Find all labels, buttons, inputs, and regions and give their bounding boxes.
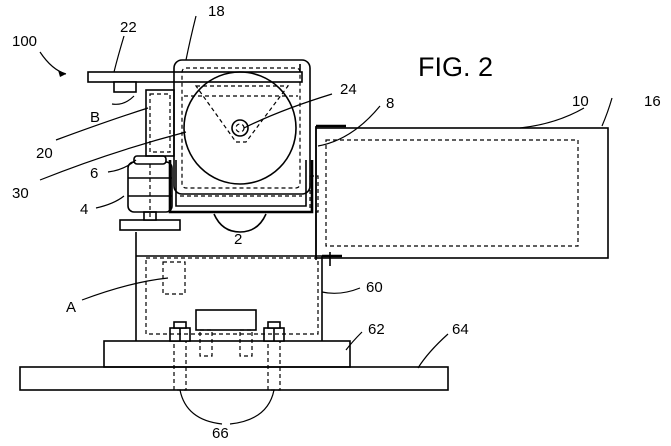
label-30: 30 xyxy=(12,185,29,202)
anchor-bolts xyxy=(170,322,284,390)
side-bracket xyxy=(146,90,174,156)
label-6: 6 xyxy=(90,165,98,182)
drum xyxy=(184,72,296,184)
label-18: 18 xyxy=(208,3,225,20)
label-16: 16 xyxy=(644,93,661,110)
label-62: 62 xyxy=(368,321,385,338)
rollers xyxy=(214,214,266,232)
label-66: 66 xyxy=(212,425,229,441)
label-20: 20 xyxy=(36,145,53,162)
floor-plate xyxy=(20,367,448,390)
label-4: 4 xyxy=(80,201,88,218)
reference-labels: 100 22 18 B 24 8 10 16 20 30 6 4 2 A 60 … xyxy=(12,3,661,441)
label-a: A xyxy=(66,299,76,316)
label-100: 100 xyxy=(12,33,37,50)
label-8: 8 xyxy=(386,95,394,112)
label-b: B xyxy=(90,109,100,126)
base-plate xyxy=(104,341,350,367)
label-10: 10 xyxy=(572,93,589,110)
housing xyxy=(174,60,310,194)
figure-title: FIG. 2 xyxy=(418,52,493,82)
label-22: 22 xyxy=(120,19,137,36)
label-24: 24 xyxy=(340,81,357,98)
label-60: 60 xyxy=(366,279,383,296)
lower-frame xyxy=(170,160,312,212)
label-64: 64 xyxy=(452,321,469,338)
extension-arm xyxy=(310,126,608,260)
center-block xyxy=(196,310,256,356)
label-2: 2 xyxy=(234,231,242,248)
